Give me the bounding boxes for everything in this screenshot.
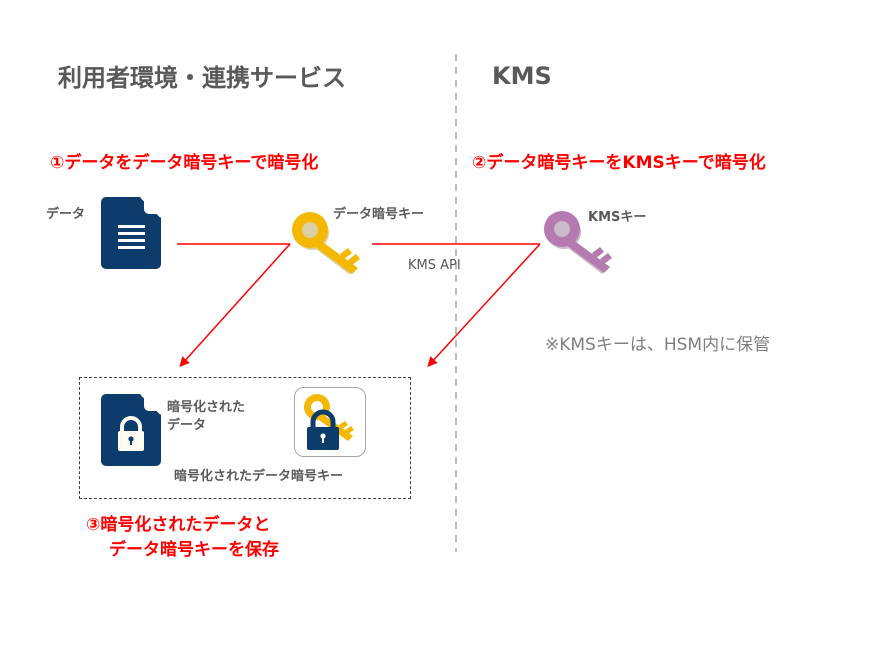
storage-box (79, 377, 411, 499)
hsm-note: ※KMSキーは、HSM内に保管 (545, 335, 771, 355)
environment-heading: 利用者環境・連携サービス (58, 64, 346, 92)
document-icon (101, 197, 161, 269)
data-key-icon (292, 212, 360, 274)
kms-key-label: KMSキー (588, 210, 647, 225)
encrypted-key-frame (294, 387, 366, 457)
data-label: データ (46, 207, 86, 222)
step1-title: ①データをデータ暗号キーで暗号化 (50, 153, 319, 173)
kms-api-label: KMS API (408, 258, 461, 273)
data-key-label: データ暗号キー (333, 207, 425, 222)
step2-title: ②データ暗号キーをKMSキーで暗号化 (472, 153, 766, 173)
kms-heading: KMS (492, 62, 552, 90)
locked-document-icon (101, 394, 161, 466)
encrypted-data-label-line1: 暗号化された (167, 400, 246, 415)
arrow-to-encrypted-data (179, 243, 291, 367)
arrow-to-encrypted-key (427, 243, 541, 367)
step3-title-line1: ③暗号化されたデータと (86, 515, 271, 535)
encrypted-data-label-line2: データ (167, 418, 207, 433)
locked-key-icon (304, 394, 354, 450)
kms-key-icon (544, 211, 612, 274)
encrypted-data-key-label: 暗号化されたデータ暗号キー (174, 469, 344, 484)
step3-title-line2: データ暗号キーを保存 (109, 540, 279, 560)
